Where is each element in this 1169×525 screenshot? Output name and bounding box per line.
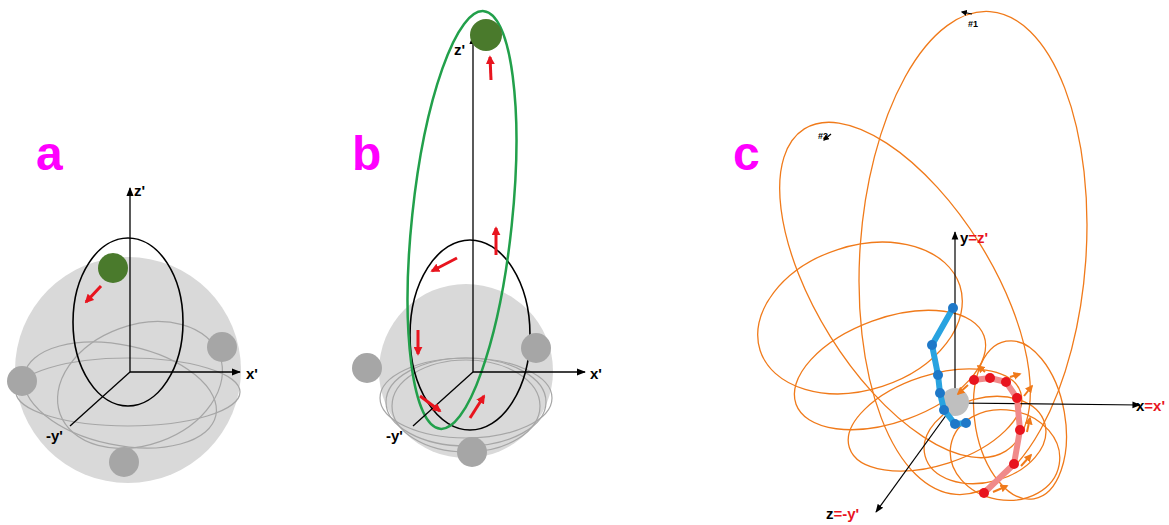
- axis-label: x: [1136, 398, 1144, 413]
- orbit: [16, 358, 240, 426]
- blue-trajectory: [932, 308, 966, 424]
- satellite: [352, 353, 382, 383]
- axis-label: z': [454, 42, 465, 57]
- axis: [472, 36, 473, 372]
- orbit-number: #2: [818, 132, 828, 141]
- satellite: [98, 253, 128, 283]
- axis: [413, 372, 473, 426]
- direction-arrow: [962, 12, 972, 14]
- satellite: [109, 447, 139, 477]
- axis-label: =z': [968, 230, 988, 245]
- satellite: [457, 437, 487, 467]
- orbit: [14, 326, 227, 465]
- axis-label: =-y': [834, 506, 860, 521]
- orbit: [386, 358, 546, 446]
- orbit: [40, 300, 241, 471]
- orbit: [390, 6, 533, 434]
- satellite: [470, 19, 502, 51]
- sphere: [379, 284, 553, 458]
- axis: [70, 372, 130, 426]
- axis-label: x': [246, 366, 258, 381]
- panel-b: [352, 6, 585, 467]
- panel-a: [7, 188, 241, 483]
- axis-label: =x': [1144, 398, 1165, 413]
- axis: [473, 371, 585, 372]
- satellite: [521, 333, 551, 363]
- axis-label: z: [826, 506, 834, 521]
- axis: [955, 403, 1140, 405]
- panel-c: [730, 4, 1140, 512]
- axis: [129, 188, 130, 372]
- axis: [130, 371, 240, 372]
- sphere: [15, 257, 241, 483]
- axis-label: x': [590, 366, 602, 381]
- axis-label: -y': [46, 428, 63, 443]
- motion-arrow: [86, 286, 101, 302]
- axis: [876, 403, 955, 512]
- orbit-number: #1: [968, 20, 978, 29]
- blue-points: [927, 303, 971, 429]
- motion-arrows: [418, 57, 496, 418]
- satellite: [207, 332, 237, 362]
- orbit: [73, 238, 183, 406]
- panel-letter: b: [352, 130, 381, 178]
- panel-letter: a: [36, 130, 63, 178]
- red-points: [969, 373, 1025, 498]
- panel-letter: c: [733, 130, 760, 178]
- velocity-arrows: [958, 366, 1032, 492]
- satellite: [7, 366, 37, 396]
- axis-label: -y': [386, 428, 403, 443]
- axis-label: z': [134, 183, 145, 198]
- orbits: [730, 4, 1103, 509]
- axis-label: y: [960, 230, 968, 245]
- axis: [954, 232, 955, 398]
